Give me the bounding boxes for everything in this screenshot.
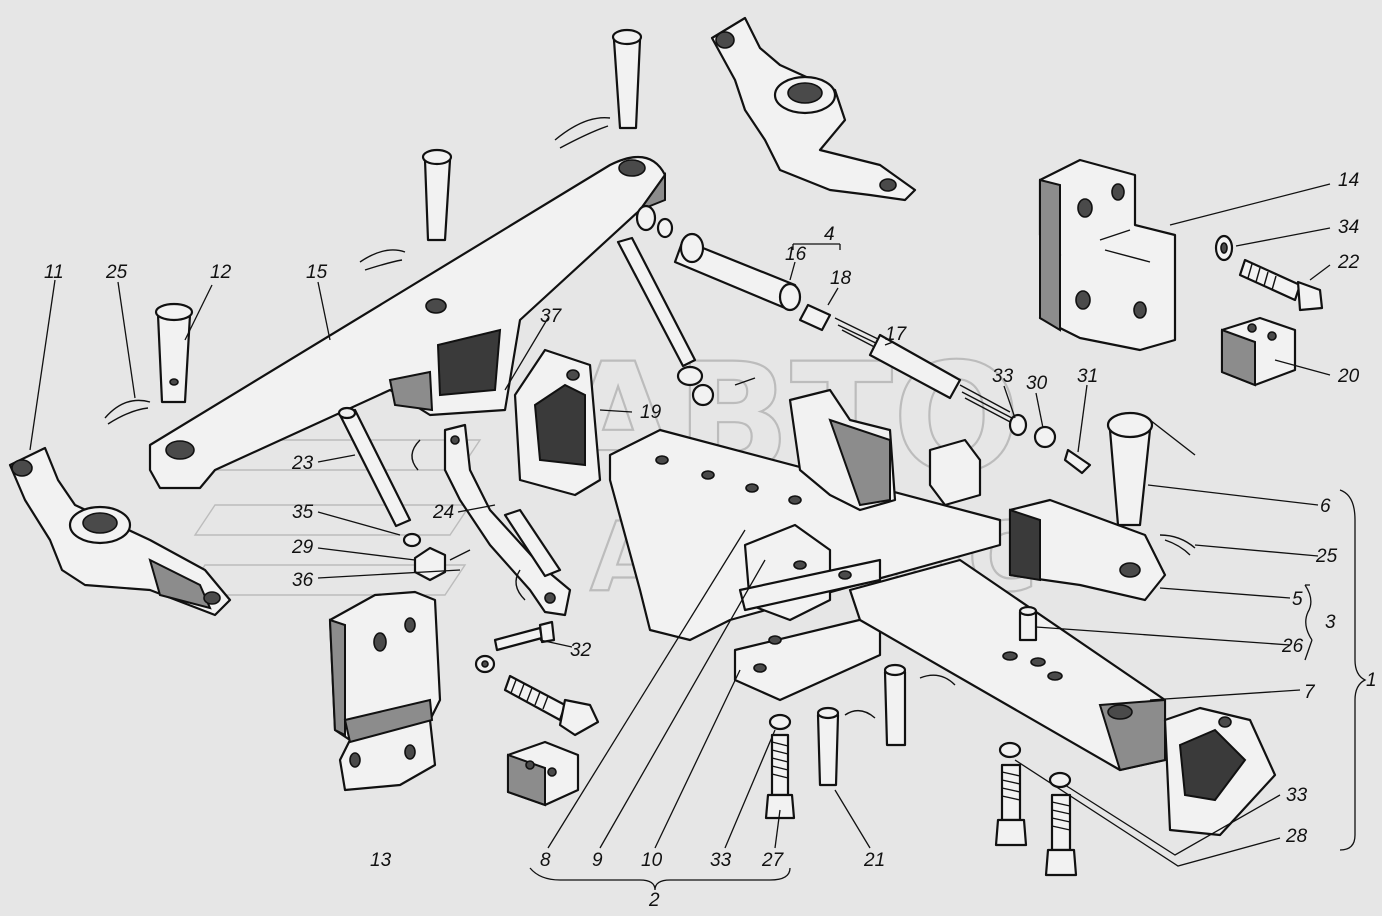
callout-37: 37	[540, 306, 563, 327]
callout-34: 34	[1338, 217, 1359, 238]
callout-30: 30	[1026, 373, 1048, 394]
callout-5: 5	[1292, 589, 1303, 610]
callout-8: 8	[540, 850, 551, 871]
callout-2: 2	[648, 890, 660, 911]
lift-arm-right	[710, 16, 917, 202]
bolt-22	[1238, 258, 1324, 312]
pin-6	[1106, 411, 1196, 527]
nut-29	[413, 546, 471, 582]
bolt-32	[493, 620, 556, 652]
drawbar-7	[848, 558, 1167, 772]
callout-9: 9	[592, 850, 603, 871]
callout-14: 14	[1338, 170, 1359, 191]
callout-7: 7	[1304, 682, 1316, 703]
pin-21	[816, 706, 876, 787]
callout-24: 24	[432, 502, 454, 523]
leader-lines	[29, 183, 1367, 891]
callout-3: 3	[1325, 612, 1336, 633]
lift-arm-left	[8, 446, 232, 617]
callout-31: 31	[1077, 366, 1098, 387]
callout-19: 19	[640, 402, 662, 423]
callout-33: 33	[992, 366, 1014, 387]
rod-left-threaded	[616, 236, 756, 407]
callout-22: 22	[1337, 252, 1360, 273]
link-bar-15	[148, 155, 667, 490]
callout-6: 6	[1320, 496, 1331, 517]
callout-25: 25	[105, 262, 128, 283]
callout-35: 35	[292, 502, 314, 523]
washer-35	[402, 532, 422, 548]
bracket-13	[328, 590, 442, 792]
callout-21: 21	[863, 850, 885, 871]
block-lower	[506, 740, 580, 807]
callout-26: 26	[1281, 636, 1304, 657]
callout-labels: 11 25 12 15 37 19 23 35 24 29 36 4 16 18…	[44, 170, 1377, 911]
callout-16: 16	[785, 244, 807, 265]
callout-27: 27	[761, 850, 785, 871]
callout-28: 28	[1285, 826, 1308, 847]
block-20	[1220, 316, 1297, 387]
callout-23: 23	[291, 453, 314, 474]
plate-lower-right	[1163, 706, 1277, 837]
cotter-25-right	[1159, 534, 1196, 556]
turnbuckle-assembly	[635, 204, 1092, 475]
bolt-lower	[503, 674, 600, 737]
bracket-14	[1038, 158, 1177, 352]
washer-34	[1214, 234, 1234, 262]
plate-19	[513, 348, 602, 497]
callout-32: 32	[570, 640, 592, 661]
callout-20: 20	[1337, 366, 1360, 387]
callout-1: 1	[1366, 670, 1377, 691]
callout-12: 12	[210, 262, 232, 283]
callout-17: 17	[885, 324, 908, 345]
callout-25-right: 25	[1315, 546, 1338, 567]
callout-29: 29	[291, 537, 314, 558]
callout-13: 13	[370, 850, 392, 871]
callout-36: 36	[292, 570, 314, 591]
callout-18: 18	[830, 268, 852, 289]
callout-33-bottom: 33	[710, 850, 732, 871]
washer-lower	[474, 654, 496, 674]
bolt-33-lower	[994, 741, 1028, 847]
pin-12	[104, 302, 194, 425]
callout-33-right: 33	[1286, 785, 1308, 806]
callout-4: 4	[824, 224, 835, 245]
fork-5	[1008, 498, 1167, 602]
main-frame	[608, 388, 1002, 702]
bolt-27	[764, 713, 796, 820]
rod-23	[337, 406, 421, 528]
link-24	[443, 423, 572, 617]
pin-upper-2	[554, 28, 643, 149]
callout-10: 10	[641, 850, 663, 871]
pin-26	[1018, 605, 1038, 642]
pin-upper-1	[359, 148, 453, 271]
pin-21b	[883, 663, 956, 747]
bolt-28	[1044, 771, 1078, 877]
callout-15: 15	[306, 262, 328, 283]
callout-11: 11	[44, 262, 64, 283]
